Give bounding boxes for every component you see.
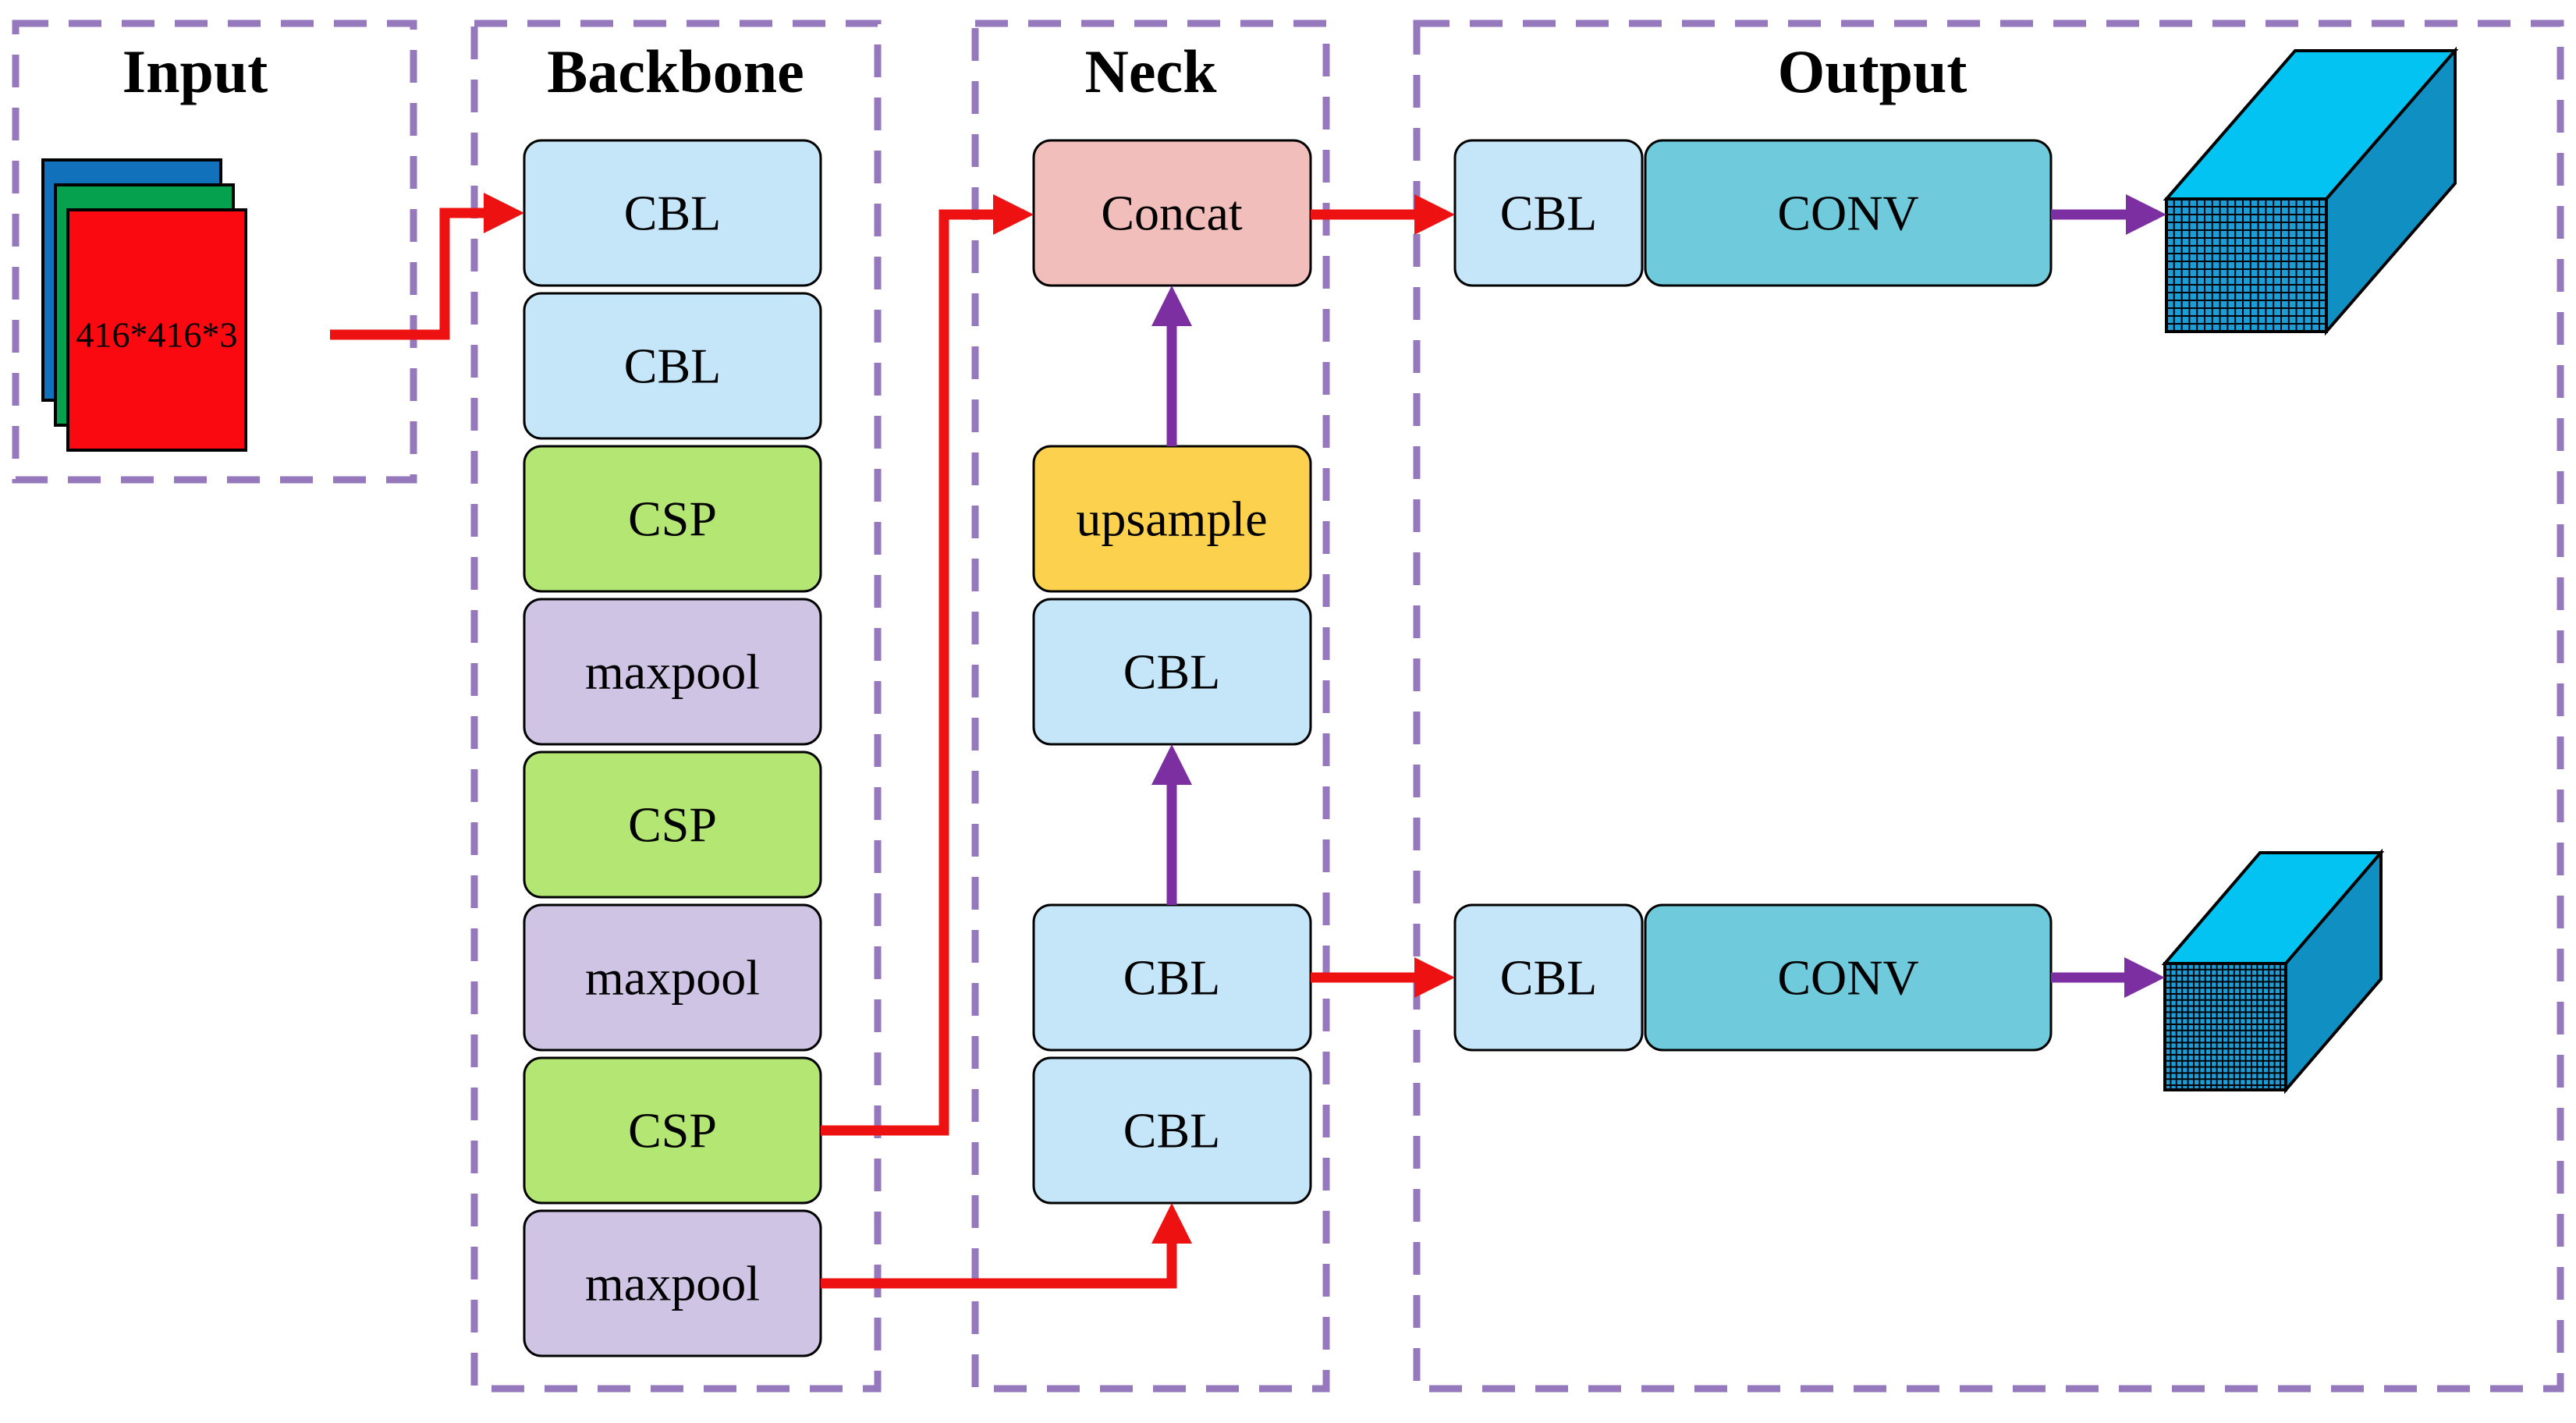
neck-cbl-block-1: CBL [1032,598,1312,746]
backbone-box-6 [523,903,822,1052]
output-section-border [1413,20,2564,1393]
backbone-layer-4-maxpool: maxpool [523,598,822,746]
output-top-conv-label: CONV [1777,186,1918,241]
neck-section-border [971,20,1330,1393]
neck-upsample-label: upsample [1076,491,1267,547]
backbone-layer-6-maxpool: maxpool [523,903,822,1052]
neck-upsample-block: upsample [1032,445,1312,593]
input-image-dims-label: 416*416*3 [76,315,238,355]
cube-large-front-face [2165,197,2328,333]
backbone-box-4 [523,598,822,746]
arrow-maxpool-to-neck-cbl [821,1203,1192,1289]
backbone-label-4: maxpool [585,644,760,700]
backbone-layer-7-csp: CSP [523,1056,822,1205]
output-bottom-cbl-label: CBL [1500,950,1597,1006]
backbone-section-border [470,20,882,1393]
backbone-box-1 [523,139,822,287]
neck-cbl-block-2: CBL [1032,903,1312,1052]
arrow-csp-to-concat [821,194,1034,1136]
backbone-layer-8-maxpool: maxpool [523,1209,822,1357]
output-head-top: CBL CONV [1453,139,2053,287]
neck-concat-block: Concat [1032,139,1312,287]
neck-concat-label: Concat [1101,186,1243,241]
input-image-red-layer [66,208,247,452]
backbone-layer-2-cbl: CBL [523,292,822,440]
arrow-input-to-backbone [330,193,524,340]
neck-cbl-label-2: CBL [1123,950,1220,1006]
output-top-cbl-label: CBL [1500,186,1597,241]
input-image-stack: 416*416*3 [41,158,247,452]
output-top-cbl-box [1453,139,1644,287]
neck-cbl-label-1: CBL [1123,644,1220,700]
neck-cbl-block-3: CBL [1032,1056,1312,1205]
output-head-bottom: CBL CONV [1453,903,2053,1052]
output-bottom-conv-label: CONV [1777,950,1918,1006]
backbone-label-3: CSP [628,491,717,547]
output-bottom-cbl-box [1453,903,1644,1052]
neck-cbl-label-3: CBL [1123,1103,1220,1159]
backbone-box-3 [523,445,822,593]
backbone-label-8: maxpool [585,1256,760,1311]
output-feature-map-large [2163,46,2459,336]
cube-small-front-face [2163,962,2287,1091]
backbone-layer-5-csp: CSP [523,751,822,899]
backbone-label-7: CSP [628,1103,717,1159]
output-feature-map-small [2161,848,2385,1095]
backbone-label-6: maxpool [585,950,760,1006]
backbone-layer-3-csp: CSP [523,445,822,593]
backbone-box-5 [523,751,822,899]
output-section-title: Output [1778,37,1967,105]
input-section-title: Input [122,37,268,105]
backbone-layer-1-cbl: CBL [523,139,822,287]
backbone-label-2: CBL [624,339,721,394]
backbone-box-2 [523,292,822,440]
backbone-section-title: Backbone [547,37,804,105]
neck-section-title: Neck [1085,37,1218,105]
backbone-label-5: CSP [628,797,717,853]
backbone-label-1: CBL [624,186,721,241]
